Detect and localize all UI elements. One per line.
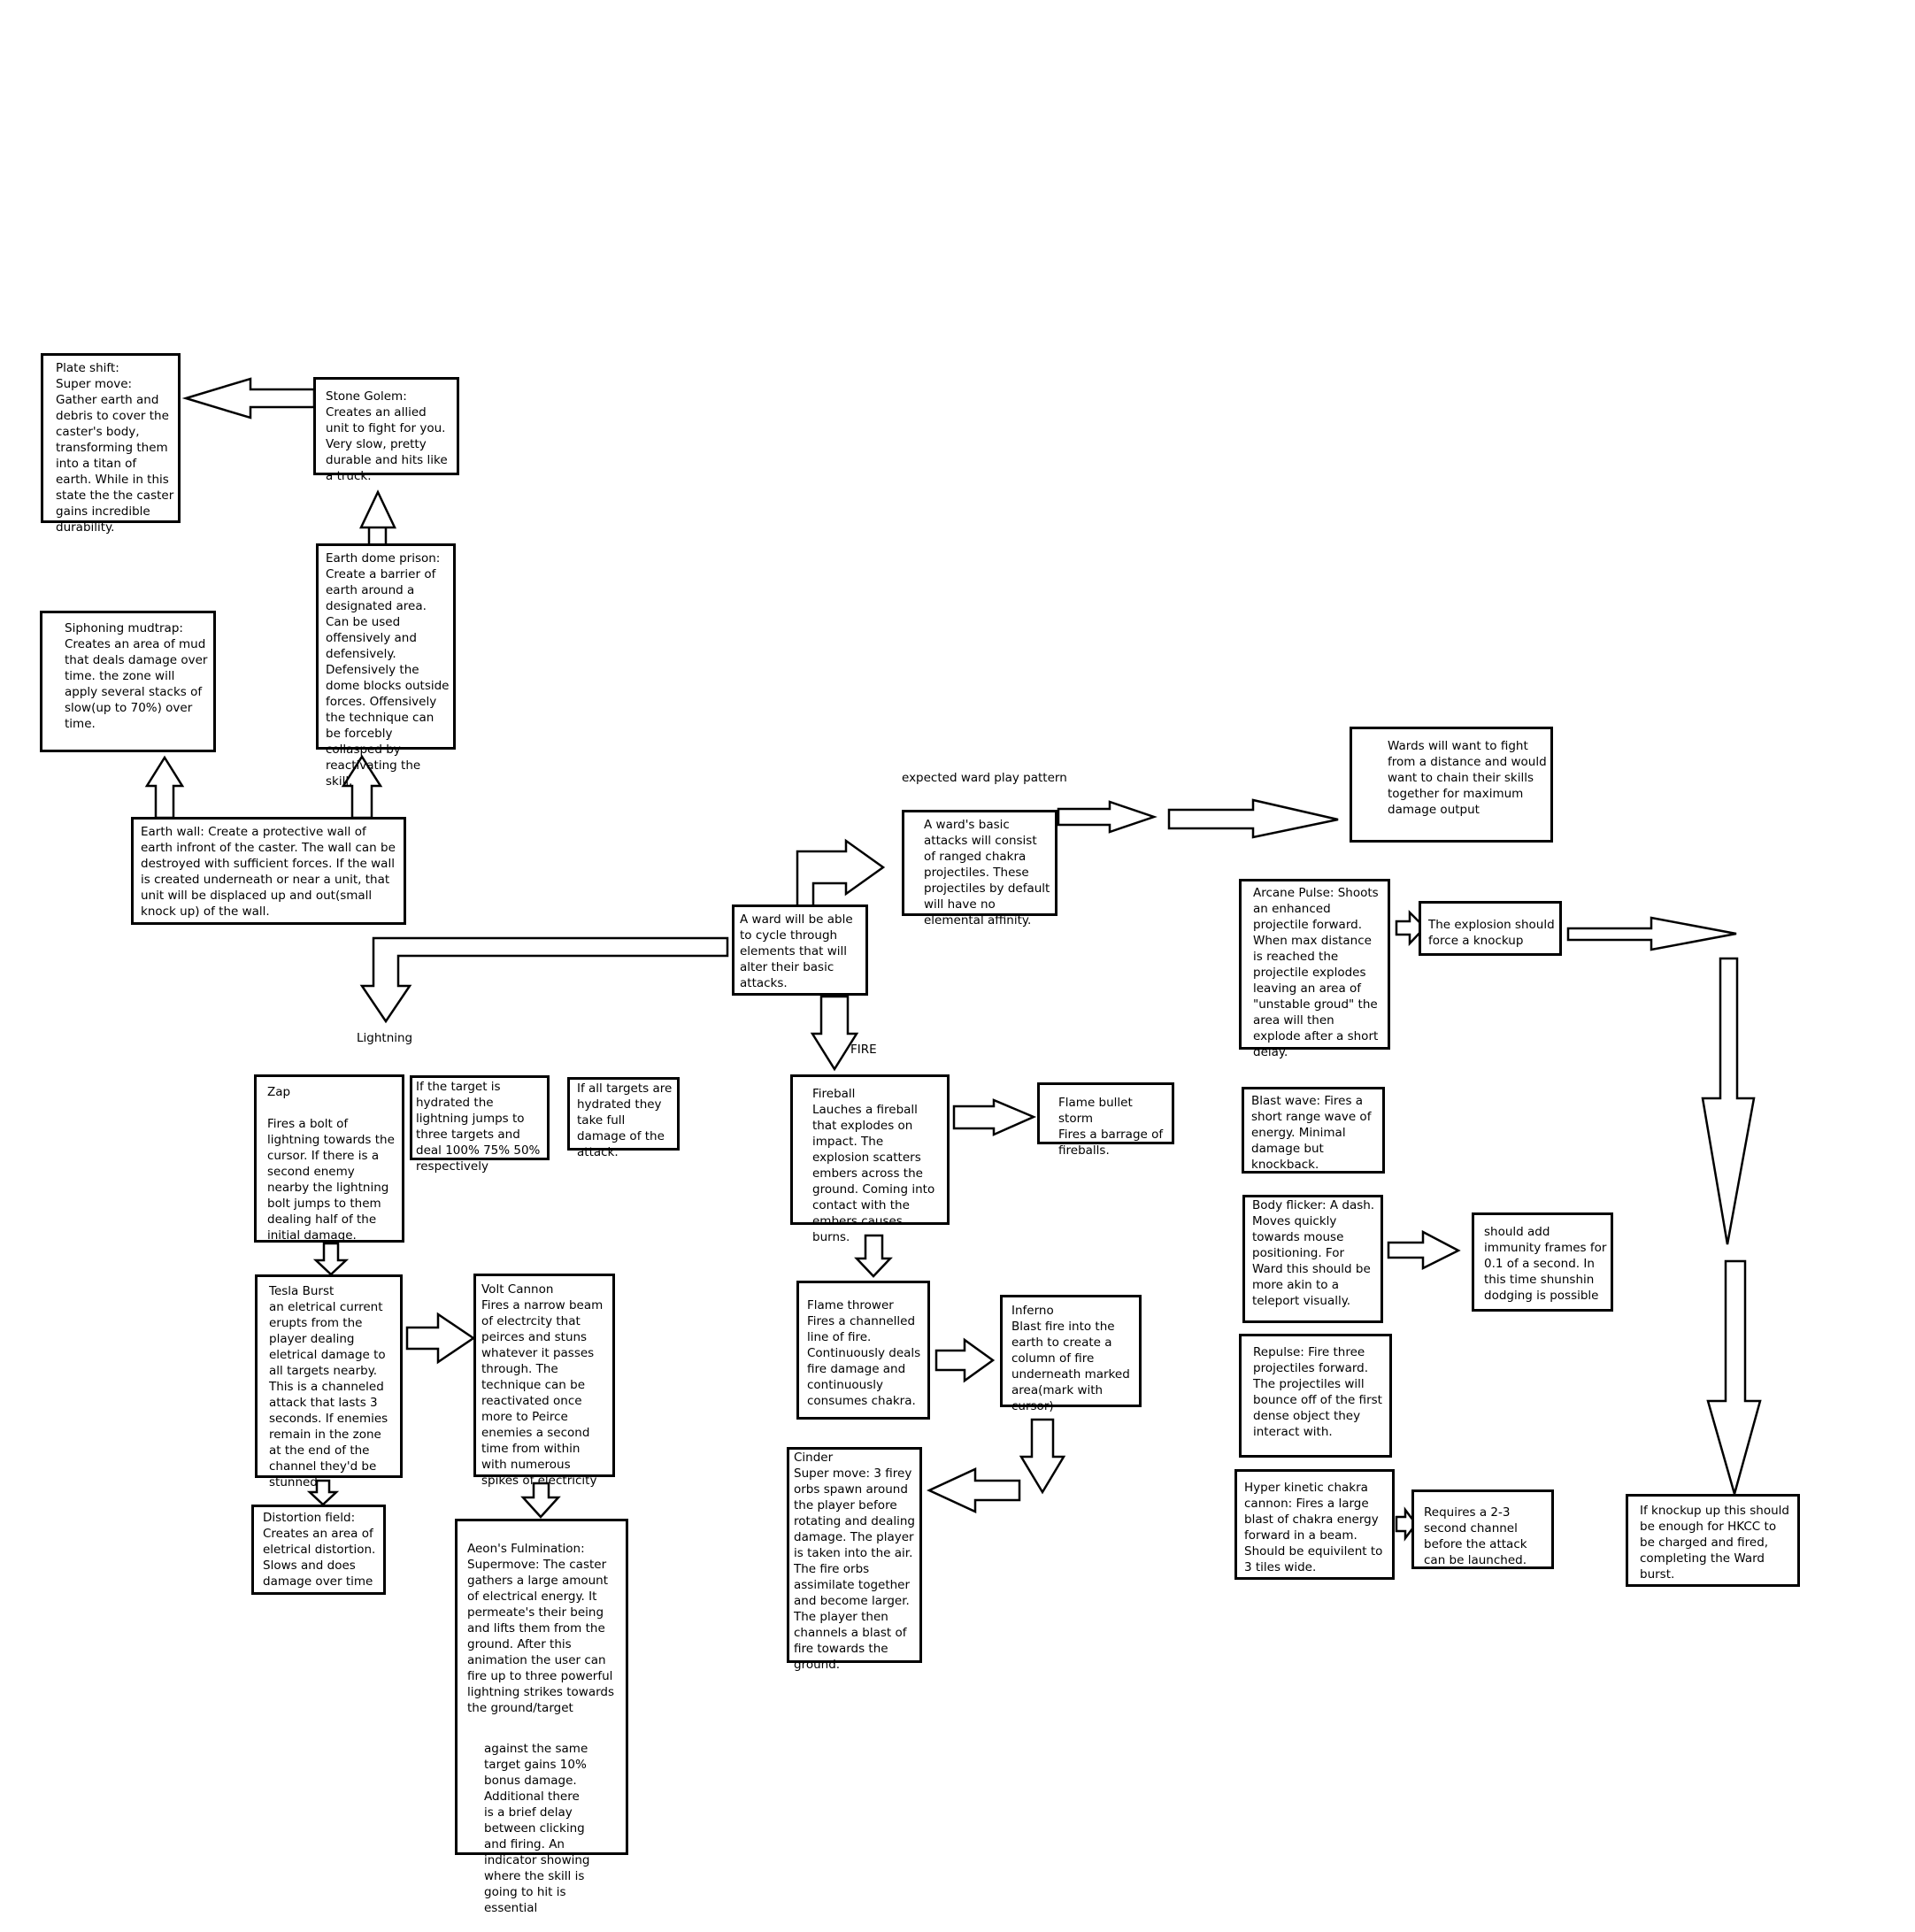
blast-wave-box: Blast wave: Fires a short range wave of … (1242, 1087, 1385, 1174)
earth-wall-box: Earth wall: Create a protective wall of … (131, 817, 406, 925)
arrow-thrower-to-inferno (934, 1337, 996, 1383)
ward-cycle-box: A ward will be able to cycle through ele… (732, 904, 868, 996)
hkcc-box: Hyper kinetic chakra cannon: Fires a lar… (1234, 1469, 1395, 1580)
arrow-pulse-to-explosion (1395, 909, 1427, 947)
arrow-golem-to-plate-shift (181, 377, 316, 419)
inferno-box: Inferno Blast fire into the earth to cre… (1000, 1295, 1142, 1413)
arrow-to-cinder (927, 1467, 1021, 1513)
arrow-wall-to-mudtrap (144, 755, 185, 820)
arrow-zap-to-tesla (312, 1242, 350, 1276)
arrow-to-wards-distance (1167, 798, 1339, 839)
explosion-knockup-box: The explosion should force a knockup (1419, 901, 1562, 956)
aeons-fulmination-continued-text: against the same target gains 10% bonus … (484, 1742, 590, 1915)
arcane-pulse-box: Arcane Pulse: Shoots an enhanced project… (1239, 879, 1390, 1059)
arrow-inferno-down (1019, 1418, 1066, 1495)
body-flicker-box: Body flicker: A dash. Moves quickly towa… (1242, 1195, 1383, 1323)
arrow-tesla-to-distortion (306, 1479, 340, 1506)
knockup-note-box: If knockup up this should be enough for … (1626, 1494, 1800, 1587)
arrow-hkcc-to-channel (1395, 1506, 1418, 1542)
expected-pattern-label: expected ward play pattern (902, 771, 1067, 785)
volt-cannon-box: Volt Cannon Fires a narrow beam of elect… (473, 1274, 615, 1488)
arrow-fireball-to-bullet-storm (952, 1098, 1037, 1136)
hydrated-note-box: If the target is hydrated the lightning … (410, 1075, 550, 1174)
fire-label: FIRE (850, 1043, 877, 1057)
stone-golem-box: Stone Golem: Creates an allied unit to f… (313, 377, 459, 483)
flame-bullet-storm-box: Flame bullet storm Fires a barrage of fi… (1037, 1082, 1174, 1158)
arrow-down-to-knockup-note (1706, 1259, 1762, 1498)
arrow-wall-to-dome (341, 754, 383, 820)
lightning-label: Lightning (357, 1031, 413, 1045)
aeons-fulmination-box: Aeon's Fulmination: Supermove: The caste… (455, 1519, 628, 1915)
tesla-burst-box: Tesla Burst an eletrical current erupts … (255, 1274, 403, 1489)
basic-attacks-box: A ward's basic attacks will consist of r… (902, 810, 1057, 928)
channel-note-box: Requires a 2-3 second channel before the… (1411, 1489, 1554, 1569)
arrow-ward-to-basic-attacks (796, 838, 886, 909)
flame-thrower-box: Flame thrower Fires a channelled line of… (796, 1281, 930, 1420)
all-hydrated-note-box: If all targets are hydrated they take fu… (567, 1077, 680, 1159)
fireball-box: Fireball Lauches a fireball that explode… (790, 1074, 950, 1244)
cinder-box: Cinder Super move: 3 firey orbs spawn ar… (787, 1447, 922, 1672)
plate-shift-box: Plate shift: Super move: Gather earth an… (41, 353, 181, 535)
immunity-frames-box: should add immunity frames for 0.1 of a … (1472, 1212, 1613, 1312)
arrow-down-long (1701, 957, 1756, 1245)
arrow-ward-to-fire (810, 995, 859, 1072)
wards-distance-box: Wards will want to fight from a distance… (1350, 727, 1553, 843)
siphoning-mudtrap-box: Siphoning mudtrap: Creates an area of mu… (40, 611, 216, 752)
arrow-explosion-right (1566, 916, 1737, 951)
repulse-box: Repulse: Fire three projectiles forward.… (1239, 1334, 1392, 1458)
distortion-field-box: Distortion field: Creates an area of ele… (251, 1505, 386, 1595)
arrow-fireball-to-thrower (854, 1234, 893, 1278)
arrow-ward-to-lightning (359, 936, 729, 1024)
arrow-flicker-to-immunity (1387, 1229, 1461, 1271)
arrow-volt-to-aeon (520, 1482, 561, 1519)
arrow-tesla-to-volt (405, 1312, 476, 1365)
aeons-fulmination-text: Aeon's Fulmination: Supermove: The caste… (467, 1542, 615, 1715)
arrow-dome-to-golem (359, 489, 396, 549)
arrow-basic-attacks-right (1057, 800, 1157, 834)
earth-dome-prison-box: Earth dome prison: Create a barrier of e… (316, 543, 456, 789)
zap-box: Zap Fires a bolt of lightning towards th… (254, 1074, 404, 1243)
